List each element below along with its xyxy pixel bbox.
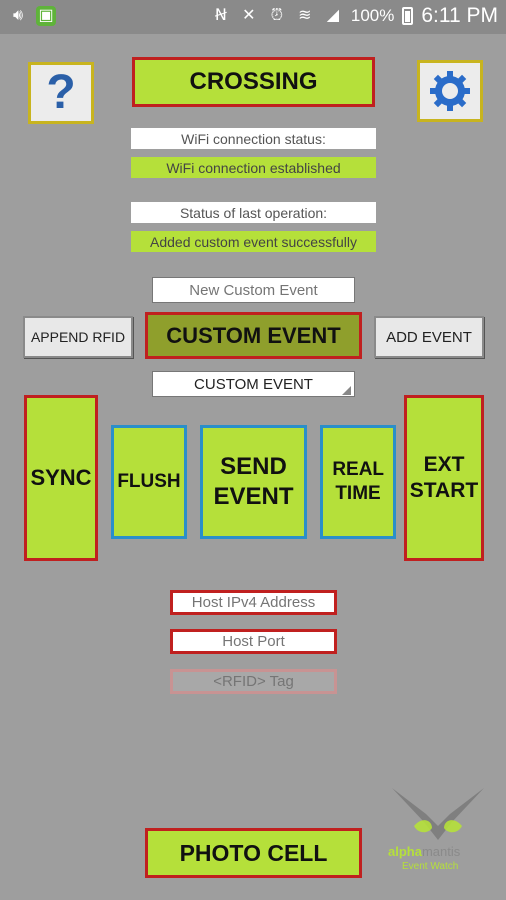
battery-percent: 100% xyxy=(350,6,395,25)
brand-mantis: mantis xyxy=(421,844,461,859)
nfc-icon: Ꞥ xyxy=(214,7,227,24)
wifi-status-value-text: WiFi connection established xyxy=(166,159,341,176)
add-event-label: ADD EVENT xyxy=(386,328,472,346)
screen-mirror-icon: ▣ xyxy=(36,6,56,26)
status-bar: 🔊︎ ▣ Ꞥ ✕ ⏰︎ ≋ ◢ 100% 6:11 PM xyxy=(0,0,506,34)
clock: 6:11 PM xyxy=(421,4,498,27)
mute-icon: ✕ xyxy=(242,7,256,24)
gear-icon xyxy=(430,71,470,111)
help-button[interactable]: ? xyxy=(28,62,94,124)
dropdown-arrow-icon xyxy=(342,386,351,395)
custom-event-name-input[interactable] xyxy=(152,277,355,303)
brand-logo: alphamantis Event Watch xyxy=(388,782,488,877)
settings-button[interactable] xyxy=(417,60,483,122)
host-ip-input[interactable] xyxy=(170,590,337,615)
operation-status-value-text: Added custom event successfully xyxy=(150,233,357,250)
photo-cell-button[interactable]: PHOTO CELL xyxy=(145,828,362,878)
rfid-tag-input[interactable] xyxy=(170,669,337,694)
event-type-select[interactable]: CUSTOM EVENT xyxy=(152,371,355,397)
add-event-button[interactable]: ADD EVENT xyxy=(374,316,484,358)
crossing-label: CROSSING xyxy=(189,68,318,95)
brand-subtitle: Event Watch xyxy=(402,861,459,872)
volume-icon: 🔊︎ xyxy=(12,7,24,24)
photo-cell-label: PHOTO CELL xyxy=(179,839,328,866)
operation-status-label: Status of last operation: xyxy=(131,202,376,223)
ext-start-button[interactable]: EXT START xyxy=(404,395,484,561)
brand-alpha: alpha xyxy=(388,844,422,859)
operation-status-label-text: Status of last operation: xyxy=(179,204,328,221)
real-time-button[interactable]: REAL TIME xyxy=(320,425,396,539)
signal-icon: ◢ xyxy=(326,7,340,24)
append-rfid-label: APPEND RFID xyxy=(30,329,126,345)
operation-status-value: Added custom event successfully xyxy=(131,231,376,252)
battery-icon xyxy=(402,7,414,25)
crossing-button[interactable]: CROSSING xyxy=(132,57,375,107)
mantis-logo-icon xyxy=(392,788,484,840)
send-event-button[interactable]: SEND EVENT xyxy=(200,425,307,539)
flush-button[interactable]: FLUSH xyxy=(111,425,187,539)
custom-event-button[interactable]: CUSTOM EVENT xyxy=(145,312,362,359)
wifi-status-label-text: WiFi connection status: xyxy=(181,130,326,147)
event-type-selected: CUSTOM EVENT xyxy=(194,375,313,393)
real-time-label: REAL TIME xyxy=(332,459,385,504)
brand-wordmark: alphamantis xyxy=(388,844,488,859)
wifi-status-label: WiFi connection status: xyxy=(131,128,376,149)
send-event-label: SEND EVENT xyxy=(213,453,294,510)
flush-label: FLUSH xyxy=(117,471,181,492)
custom-event-label: CUSTOM EVENT xyxy=(166,322,341,348)
status-right: Ꞥ ✕ ⏰︎ ≋ ◢ 100% 6:11 PM xyxy=(211,4,498,28)
sync-label: SYNC xyxy=(30,465,92,490)
sync-button[interactable]: SYNC xyxy=(24,395,98,561)
alarm-icon: ⏰︎ xyxy=(270,7,284,24)
ext-start-label: EXT START xyxy=(409,452,479,502)
append-rfid-button[interactable]: APPEND RFID xyxy=(23,316,133,358)
help-icon: ? xyxy=(46,66,76,119)
host-port-input[interactable] xyxy=(170,629,337,654)
wifi-status-value: WiFi connection established xyxy=(131,157,376,178)
wifi-icon: ≋ xyxy=(298,7,312,24)
status-left: 🔊︎ ▣ xyxy=(8,6,56,26)
